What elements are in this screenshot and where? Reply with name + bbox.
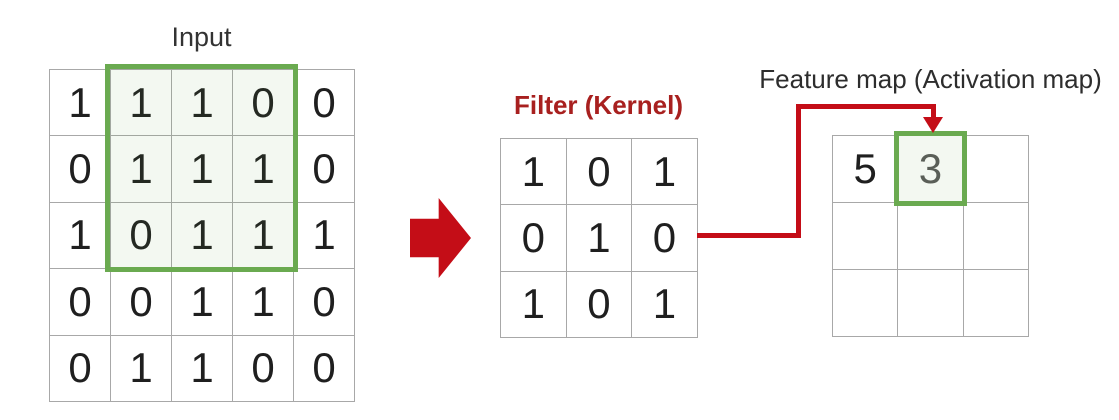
filter-title: Filter (Kernel) [513,90,684,120]
grid-cell [963,270,1029,337]
right-arrow-icon [410,198,471,278]
grid-cell: 1 [172,269,233,336]
grid-cell [833,270,899,337]
grid-cell: 1 [111,335,172,402]
grid-cell [898,270,964,337]
grid-cell: 1 [172,70,233,137]
connector-arrowhead-icon [923,117,943,133]
grid-cell: 0 [111,269,172,336]
grid-cell: 0 [50,136,111,203]
grid-cell: 0 [294,335,355,402]
grid-cell [898,203,964,270]
convolution-window-highlight [105,64,298,272]
grid-cell: 1 [111,70,172,137]
grid-cell: 0 [501,205,567,272]
grid-cell: 1 [111,136,172,203]
connector-line-horizontal-2 [796,104,936,109]
grid-cell: 1 [566,205,633,272]
grid-cell: 1 [233,269,294,336]
input-title: Input [171,22,232,52]
grid-cell: 1 [172,136,233,203]
grid-cell: 1 [501,271,567,338]
grid-cell: 0 [294,136,355,203]
grid-cell: 0 [294,70,355,137]
grid-cell: 1 [632,271,698,338]
grid-cell: 1 [50,202,111,270]
grid-cell [963,203,1029,270]
grid-cell: 0 [50,335,111,402]
grid-cell [833,203,899,270]
grid-cell [963,136,1029,203]
feature-cell-highlight [894,131,967,206]
grid-cell: 1 [50,70,111,137]
grid-cell: 1 [294,202,355,270]
grid-cell: 0 [632,205,698,272]
grid-cell: 5 [833,136,899,203]
grid-cell: 0 [566,139,633,206]
grid-cell: 0 [50,269,111,336]
connector-line-horizontal-1 [697,233,799,238]
grid-cell: 1 [632,139,698,206]
feature-map-title: Feature map (Activation map) [759,64,1102,94]
grid-cell: 0 [566,271,633,338]
connector-line-vertical-1 [796,104,801,238]
grid-cell: 1 [172,335,233,402]
connector-line-vertical-2 [931,104,936,118]
grid-cell: 0 [294,269,355,336]
grid-cell: 1 [501,139,567,206]
grid-cell: 0 [233,335,294,402]
